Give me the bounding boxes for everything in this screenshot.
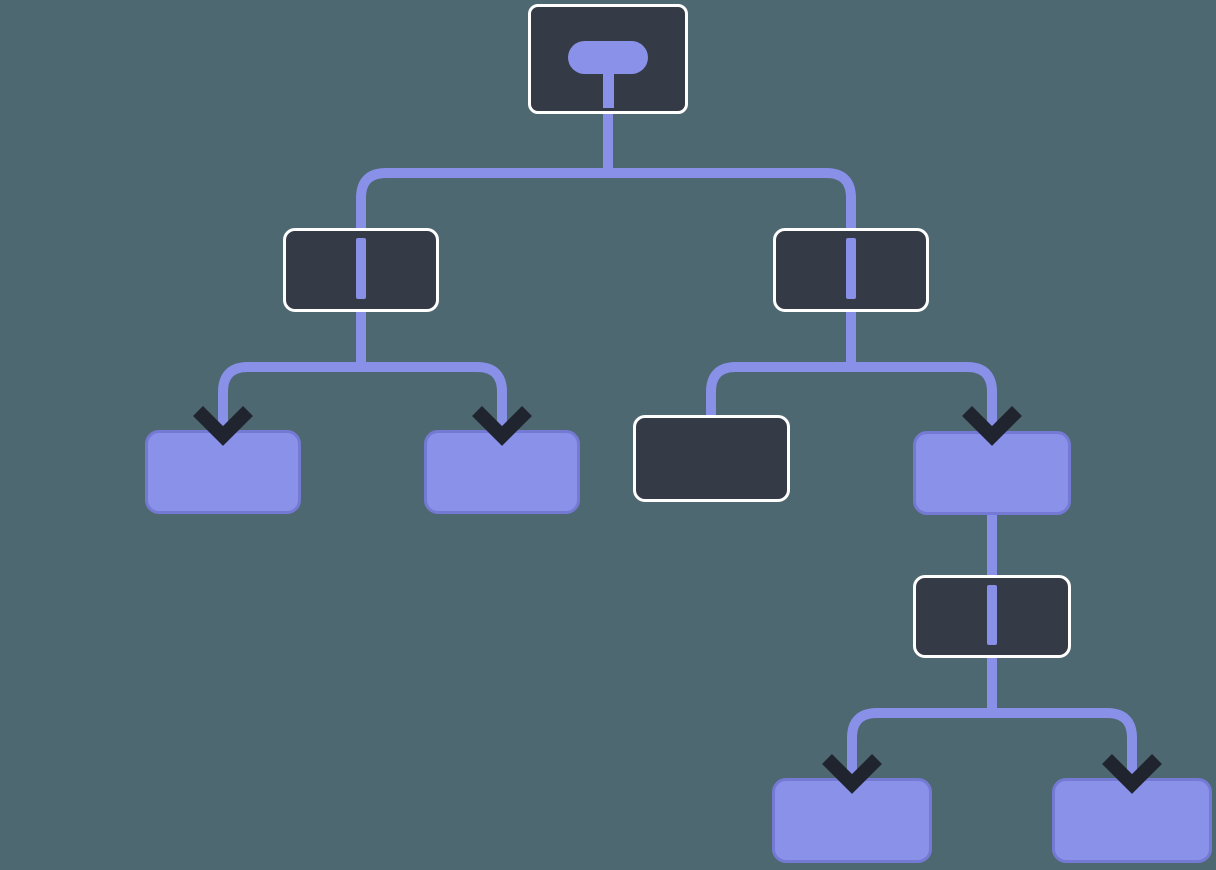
dark-leaf-node[interactable] [633,415,790,502]
leaf-node-a[interactable] [145,430,301,514]
leaf-node-d[interactable] [772,778,932,863]
edge-hub-left-split [218,362,507,436]
edge-hub-bottom-split [847,708,1137,784]
hub-node-right[interactable] [773,228,929,312]
pass-through-line-icon [846,238,856,299]
hub-node-bottom[interactable] [913,575,1071,658]
pass-through-line-icon [356,238,366,299]
hub-node-left[interactable] [283,228,439,312]
leaf-node-e[interactable] [1052,778,1212,863]
leaf-node-c[interactable] [913,431,1071,515]
root-node[interactable] [528,4,688,114]
edge-root-split [356,168,856,232]
pass-through-line-icon [987,585,997,645]
leaf-node-b[interactable] [424,430,580,514]
root-stem-icon [602,67,614,108]
